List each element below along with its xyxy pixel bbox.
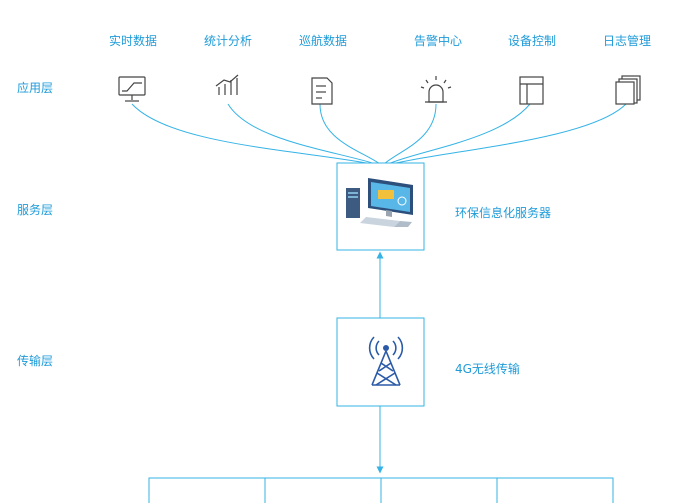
transport-box [336, 317, 425, 407]
panel-icon [519, 76, 544, 105]
link-patrol [319, 103, 381, 165]
app-label-statistics: 统计分析 [203, 34, 253, 48]
document-icon [311, 77, 333, 105]
layer-label-transport: 传输层 [17, 354, 54, 368]
device-box-3 [380, 477, 498, 503]
device-box-1 [148, 477, 266, 503]
device-box-2 [264, 477, 382, 503]
layer-label-application: 应用层 [17, 81, 54, 95]
signal-tower-icon [368, 336, 404, 386]
server-label: 环保信息化服务器 [455, 206, 552, 220]
app-label-alarm: 告警中心 [413, 34, 463, 48]
link-log [391, 103, 627, 165]
bar-chart-icon [215, 74, 239, 95]
app-label-realtime: 实时数据 [108, 34, 158, 48]
stacked-files-icon [615, 75, 641, 105]
alarm-light-icon [420, 76, 452, 103]
computer-server-icon [346, 178, 413, 227]
app-label-device: 设备控制 [507, 34, 557, 48]
link-realtime [131, 103, 373, 165]
transport-label: 4G无线传输 [455, 362, 520, 376]
link-device [387, 103, 531, 165]
app-label-patrol: 巡航数据 [298, 34, 348, 48]
device-box-4 [496, 477, 614, 503]
monitor-chart-icon [118, 76, 146, 102]
link-alarm [383, 103, 437, 165]
link-statistics [227, 103, 377, 165]
layer-label-service: 服务层 [17, 203, 54, 217]
app-label-log: 日志管理 [602, 34, 652, 48]
